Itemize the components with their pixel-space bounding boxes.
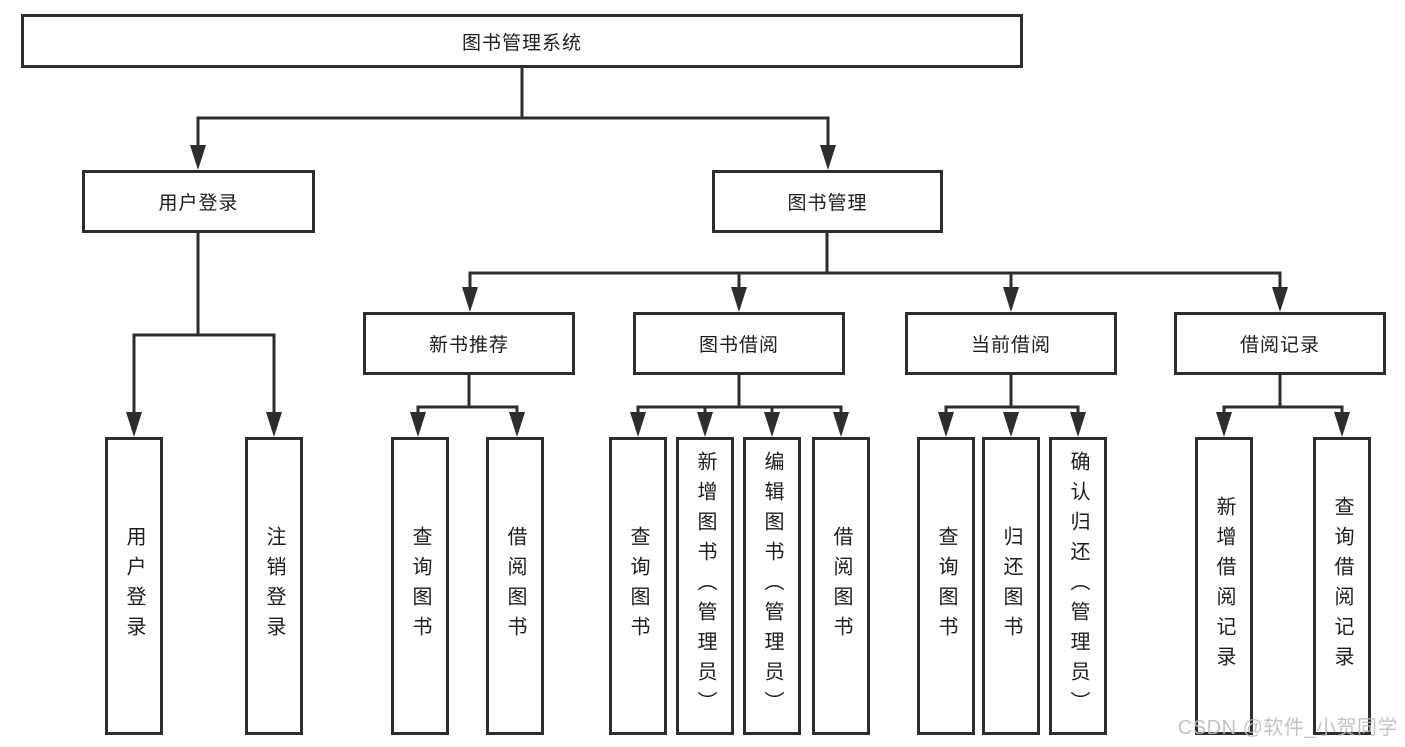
node-book-management-label: 图书管理 <box>787 193 868 214</box>
leaf-query-books-recommend-label: 查询图书 <box>409 526 431 646</box>
node-borrowing-records-label: 借阅记录 <box>1239 335 1320 356</box>
leaf-return-books-label: 归还图书 <box>1000 526 1022 646</box>
leaf-borrow-books: 借阅图书 <box>812 437 870 735</box>
leaf-borrow-books-recommend-label: 借阅图书 <box>504 526 526 646</box>
node-new-book-recommend: 新书推荐 <box>363 312 575 375</box>
node-user-login: 用户登录 <box>82 170 315 233</box>
node-borrowing-records: 借阅记录 <box>1174 312 1386 375</box>
node-book-borrowing: 图书借阅 <box>633 312 845 375</box>
leaf-confirm-return-admin-label: 确认归还（管理员） <box>1067 451 1089 721</box>
leaf-return-books: 归还图书 <box>982 437 1040 735</box>
leaf-add-books-admin-label: 新增图书（管理员） <box>694 451 716 721</box>
leaf-add-books-admin: 新增图书（管理员） <box>676 437 734 735</box>
leaf-edit-books-admin: 编辑图书（管理员） <box>743 437 801 735</box>
leaf-borrow-books-label: 借阅图书 <box>830 526 852 646</box>
node-book-borrowing-label: 图书借阅 <box>698 335 779 356</box>
node-book-management: 图书管理 <box>712 170 943 233</box>
leaf-query-books-recommend: 查询图书 <box>391 437 449 735</box>
leaf-user-login-label: 用户登录 <box>123 526 145 646</box>
leaf-user-login: 用户登录 <box>105 437 163 735</box>
node-current-borrowing-label: 当前借阅 <box>970 335 1051 356</box>
leaf-query-books-current-label: 查询图书 <box>935 526 957 646</box>
leaf-logout: 注销登录 <box>245 437 303 735</box>
leaf-borrow-books-recommend: 借阅图书 <box>486 437 544 735</box>
node-user-login-label: 用户登录 <box>158 193 239 214</box>
node-new-book-recommend-label: 新书推荐 <box>428 335 509 356</box>
leaf-query-borrow-record: 查询借阅记录 <box>1313 437 1371 735</box>
node-current-borrowing: 当前借阅 <box>905 312 1117 375</box>
leaf-query-borrow-record-label: 查询借阅记录 <box>1331 496 1353 676</box>
leaf-add-borrow-record-label: 新增借阅记录 <box>1213 496 1235 676</box>
leaf-logout-label: 注销登录 <box>263 526 285 646</box>
csdn-watermark: CSDN @软件_小贺同学 <box>1177 717 1398 739</box>
arrowheads <box>126 145 1350 437</box>
leaf-add-borrow-record: 新增借阅记录 <box>1195 437 1253 735</box>
node-root: 图书管理系统 <box>21 14 1023 68</box>
leaf-query-books-borrow: 查询图书 <box>609 437 667 735</box>
leaf-query-books-current: 查询图书 <box>917 437 975 735</box>
leaf-confirm-return-admin: 确认归还（管理员） <box>1049 437 1107 735</box>
leaf-query-books-borrow-label: 查询图书 <box>627 526 649 646</box>
leaf-edit-books-admin-label: 编辑图书（管理员） <box>761 451 783 721</box>
node-root-label: 图书管理系统 <box>461 32 582 54</box>
